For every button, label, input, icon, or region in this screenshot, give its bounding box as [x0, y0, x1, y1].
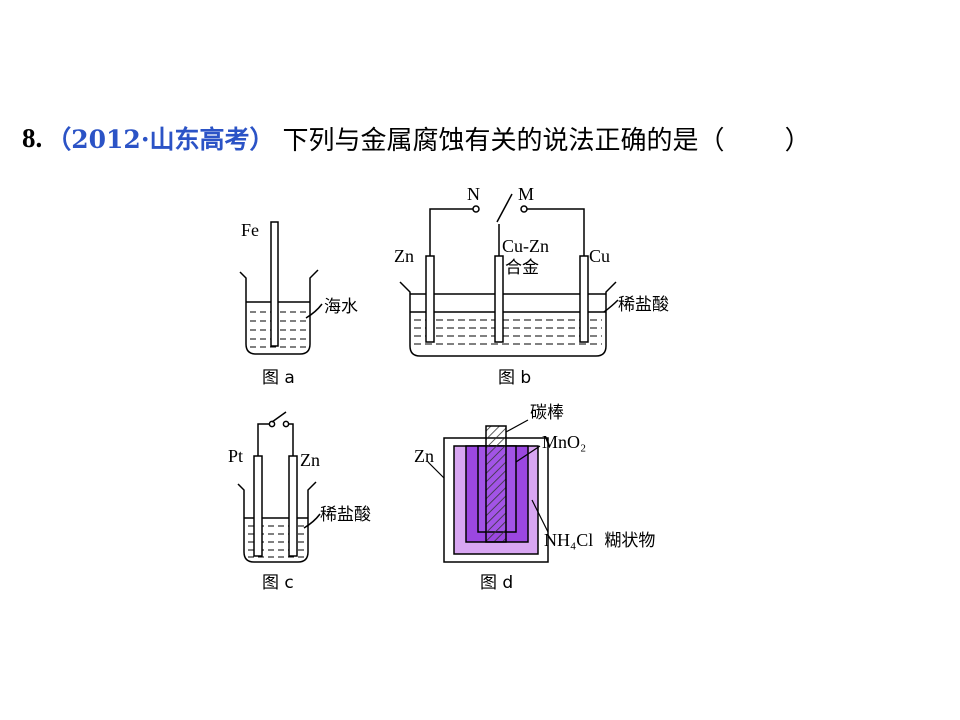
label-fe: Fe — [241, 220, 259, 240]
beaker-c — [237, 481, 317, 563]
wire-right — [526, 208, 585, 258]
wire-left — [429, 208, 474, 258]
question-text: 下列与金属腐蚀有关的说法正确的是（ — [282, 125, 725, 156]
wire-c-right — [288, 423, 294, 458]
label-hcl-c: 稀盐酸 — [320, 505, 371, 525]
pointer-mno2 — [515, 445, 541, 463]
caption-b: 图 b — [498, 368, 531, 388]
label-zn-d: Zn — [414, 446, 434, 466]
label-nh4cl-desc: 糊状物 — [604, 531, 655, 551]
figure-d — [427, 419, 549, 563]
figure-b — [399, 193, 619, 357]
label-carbon-rod: 碳棒 — [530, 403, 564, 423]
caption-c: 图 c — [262, 573, 294, 593]
pointer-hcl-c — [303, 513, 321, 529]
label-pt-c: Pt — [228, 446, 243, 466]
pt-electrode-c — [253, 455, 263, 557]
caption-d: 图 d — [480, 573, 513, 593]
switch-contact-m — [520, 205, 528, 213]
label-zn-c: Zn — [300, 450, 320, 470]
question-line: 8. （2012·山东高考） 下列与金属腐蚀有关的说法正确的是（ ） — [22, 116, 811, 160]
trough-b — [399, 281, 617, 357]
carbon-rod — [485, 425, 507, 543]
label-m: M — [518, 184, 534, 204]
wire-c-left — [257, 423, 270, 458]
switch-lever — [496, 193, 513, 223]
label-n: N — [467, 184, 480, 204]
question-number: 8. — [22, 122, 43, 153]
label-seawater: 海水 — [324, 297, 358, 317]
zn-electrode-b — [425, 255, 435, 343]
label-nh4cl: NH₄Cl 糊状物 — [544, 530, 655, 551]
caption-a: 图 a — [262, 368, 295, 388]
switch-c-contact-left — [268, 420, 276, 428]
label-alloy-b: 合金 — [505, 258, 539, 278]
liquid-b — [414, 319, 602, 345]
label-cuzn-b: Cu-Zn — [502, 236, 549, 256]
pointer-zn-d — [427, 461, 445, 479]
figure-a — [239, 221, 323, 355]
question-source: （2012·山东高考） — [46, 125, 275, 154]
cu-electrode-b — [579, 255, 589, 343]
fe-electrode — [270, 221, 279, 347]
label-nh4cl-formula: NH₄Cl — [544, 530, 593, 550]
pointer-hcl-b — [603, 299, 619, 313]
label-zn-b: Zn — [394, 246, 414, 266]
label-mno2: MnO₂ — [542, 432, 586, 452]
label-hcl-b: 稀盐酸 — [618, 295, 669, 315]
switch-contact-n — [472, 205, 480, 213]
question-close-paren: ） — [784, 125, 811, 156]
beaker-a — [239, 269, 319, 355]
pointer-nh4cl — [531, 499, 549, 533]
cuzn-electrode-b — [494, 255, 504, 343]
figure-c — [237, 411, 321, 563]
switch-c-contact-right — [282, 420, 290, 428]
pointer-rod — [505, 419, 529, 433]
switch-c-lever — [271, 411, 287, 423]
zn-electrode-c — [288, 455, 298, 557]
label-cu-b: Cu — [589, 246, 610, 266]
pointer-seawater — [305, 303, 323, 319]
